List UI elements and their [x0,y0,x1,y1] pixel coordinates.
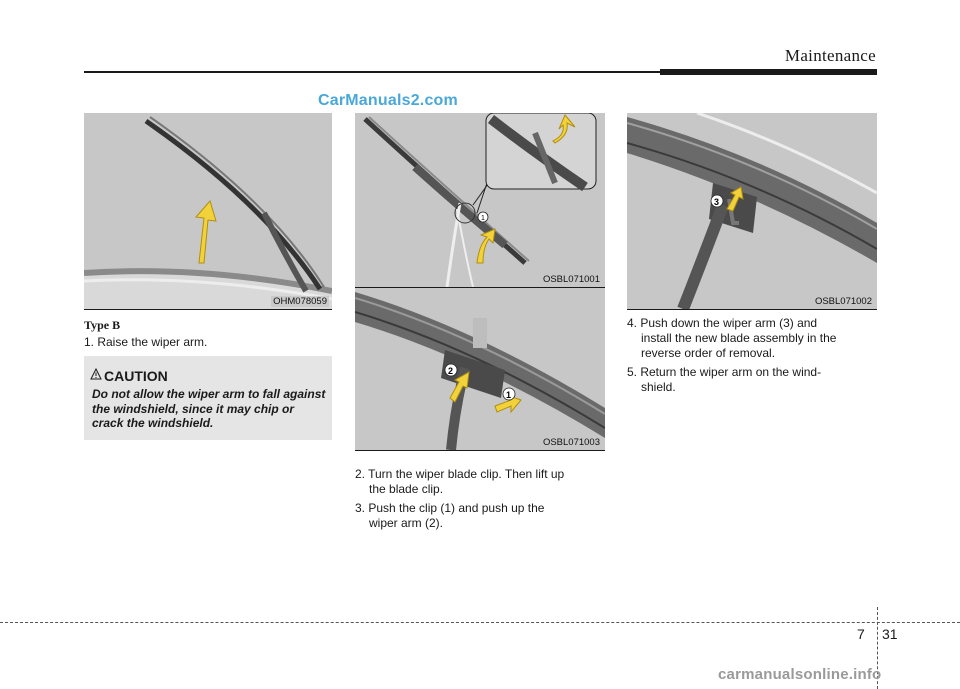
callout-1-label: 1 [481,215,485,222]
warning-triangle-icon [90,368,102,380]
type-heading: Type B [84,318,121,332]
install-blade-illustration: 3 [627,113,877,309]
callout-1-label: 1 [506,390,511,400]
chapter-number: 7 [857,626,865,642]
footer-rule [0,622,960,623]
footer-divider [877,607,878,689]
watermark-top[interactable]: CarManuals2.com [318,92,458,109]
step-5: 5. Return the wiper arm on the wind- shi… [627,365,879,395]
figure-rule [355,450,605,451]
figure-turn-blade-clip: 1 OSBL071001 [355,113,605,287]
push-clip-illustration: 2 1 [355,292,605,450]
step-3: 3. Push the clip (1) and push up the wip… [355,501,605,531]
figure-code: OSBL071001 [540,274,602,285]
section-title: Maintenance [784,46,876,65]
step-4-line-3: reverse order of removal. [641,346,776,360]
step-4-line-1: 4. Push down the wiper arm (3) and [627,316,818,330]
figure-code: OSBL071003 [540,437,602,448]
callout-3-label: 3 [714,197,719,207]
page-number: 31 [882,626,898,642]
step-1: 1. Raise the wiper arm. [84,335,208,349]
figure-install-blade: 3 OSBL071002 [627,113,877,309]
figure-push-clip: 2 1 OSBL071003 [355,288,605,450]
figure-rule [627,309,877,310]
step-4-line-2: install the new blade assembly in the [641,331,837,345]
caution-box: CAUTION Do not allow the wiper arm to fa… [84,356,332,440]
figure-rule [355,287,605,288]
figure-code: OHM078059 [271,296,329,307]
caution-text: Do not allow the wiper arm to fall again… [92,387,326,430]
watermark-bottom[interactable]: carmanualsonline.info [718,666,882,683]
figure-code: OSBL071002 [812,296,874,307]
step-2-line-2: the blade clip. [369,482,444,496]
step-3-line-1: 3. Push the clip (1) and push up the [355,501,545,515]
blade-clip-illustration: 1 [363,113,597,287]
step-2: 2. Turn the wiper blade clip. Then lift … [355,467,605,497]
header-bar [660,69,877,75]
step-5-line-2: shield. [641,380,676,394]
caution-heading: CAUTION [104,368,168,384]
figure-rule [84,309,332,310]
callout-2-label: 2 [448,366,453,376]
step-4: 4. Push down the wiper arm (3) and insta… [627,316,879,361]
figure-raise-wiper-arm: OHM078059 [84,113,332,309]
step-2-line-1: 2. Turn the wiper blade clip. Then lift … [355,467,565,481]
wiper-arm-raised-illustration [84,116,332,309]
header-rule [84,71,660,73]
step-5-line-1: 5. Return the wiper arm on the wind- [627,365,822,379]
step-3-line-2: wiper arm (2). [369,516,444,530]
